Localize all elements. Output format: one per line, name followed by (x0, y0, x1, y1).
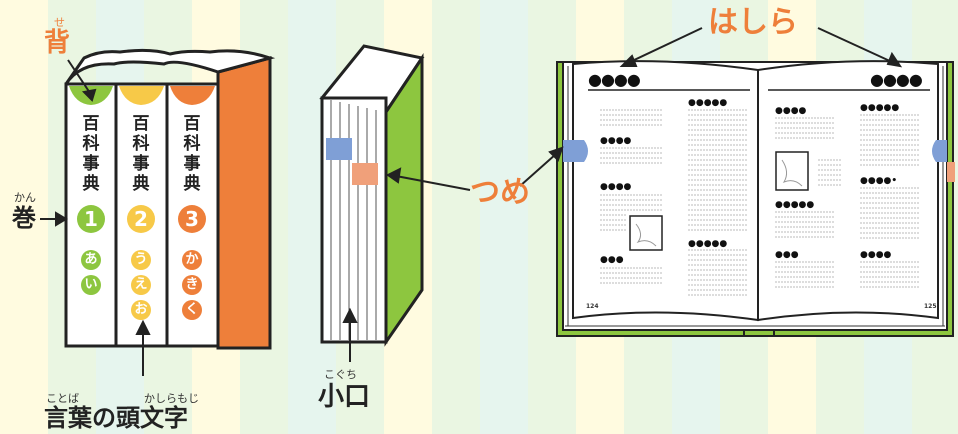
book2-kana-1: う (131, 250, 151, 270)
book2-kana-3: お (131, 300, 151, 320)
page-number-left: 124 (586, 303, 599, 310)
running-head-label: はしら (708, 5, 798, 40)
book1-kana-2: い (81, 275, 101, 295)
entry-mark: ●●●●● (688, 98, 728, 108)
thumb-tab-blue (326, 138, 352, 160)
thumb-tab-salmon (352, 163, 378, 185)
entry-mark: ●●●● (600, 136, 632, 146)
text-lines (600, 109, 920, 296)
koguchi-ruby: こぐち (324, 368, 357, 381)
entry-mark: ●●●●● (775, 200, 815, 210)
open-book-tab-blue-right (932, 140, 947, 162)
book2-kana-2: え (131, 275, 151, 295)
open-book-tab-salmon (947, 162, 955, 182)
entry-mark: ●●●● (600, 182, 632, 192)
left-arrows (40, 59, 151, 376)
entry-mark: ●●●● (775, 106, 807, 116)
book3-kana-1: か (182, 250, 202, 270)
illustration-right (775, 151, 809, 191)
se-ruby: せ (54, 16, 65, 29)
entry-mark: ●●●●● (688, 239, 728, 249)
spine-label: 背 (44, 28, 71, 58)
kotoba-ruby: ことば (46, 392, 79, 405)
book2-title: 百科事典 (132, 114, 150, 194)
running-head-right: ●●●● (870, 70, 923, 89)
kan-ruby: かん (14, 191, 36, 204)
entry-mark: ●●●●• (860, 176, 898, 186)
volume-label: 巻 (12, 204, 36, 232)
entry-mark: ●●● (775, 250, 799, 260)
encyclopedia-set (64, 48, 276, 350)
book3-kana-2: き (182, 275, 202, 295)
book2-number: 2 (127, 205, 155, 233)
open-book-tab-blue-left (563, 140, 588, 162)
page-number-right: 125 (924, 303, 937, 310)
illustration-left (629, 215, 663, 251)
middle-arrows (342, 167, 471, 362)
book1-number: 1 (77, 205, 105, 233)
right-arrows (519, 27, 903, 187)
book3-spine-cap (170, 86, 215, 105)
thumb-index-label: つめ (470, 175, 530, 210)
entry-mark: ●●●● (860, 250, 892, 260)
books-top-pages (64, 48, 276, 85)
initial-letters-label: 言葉の頭文字 (44, 404, 188, 432)
fore-edge-label: 小口 (318, 382, 371, 412)
book3-number: 3 (178, 205, 206, 233)
entry-mark: ●●●●● (860, 103, 900, 113)
book3-title: 百科事典 (183, 114, 201, 194)
kashiramoji-ruby: かしらもじ (144, 392, 199, 405)
book2-spine-cap (119, 86, 164, 105)
open-book (556, 60, 955, 337)
book1-title: 百科事典 (82, 114, 100, 194)
running-head-left: ●●●● (588, 70, 641, 89)
book3-kana-3: く (182, 300, 202, 320)
open-book-right-page (757, 60, 939, 322)
closed-book (319, 44, 425, 347)
book3-side-cover (216, 56, 272, 350)
entry-mark: ●●● (600, 255, 624, 265)
book1-kana-1: あ (81, 250, 101, 270)
